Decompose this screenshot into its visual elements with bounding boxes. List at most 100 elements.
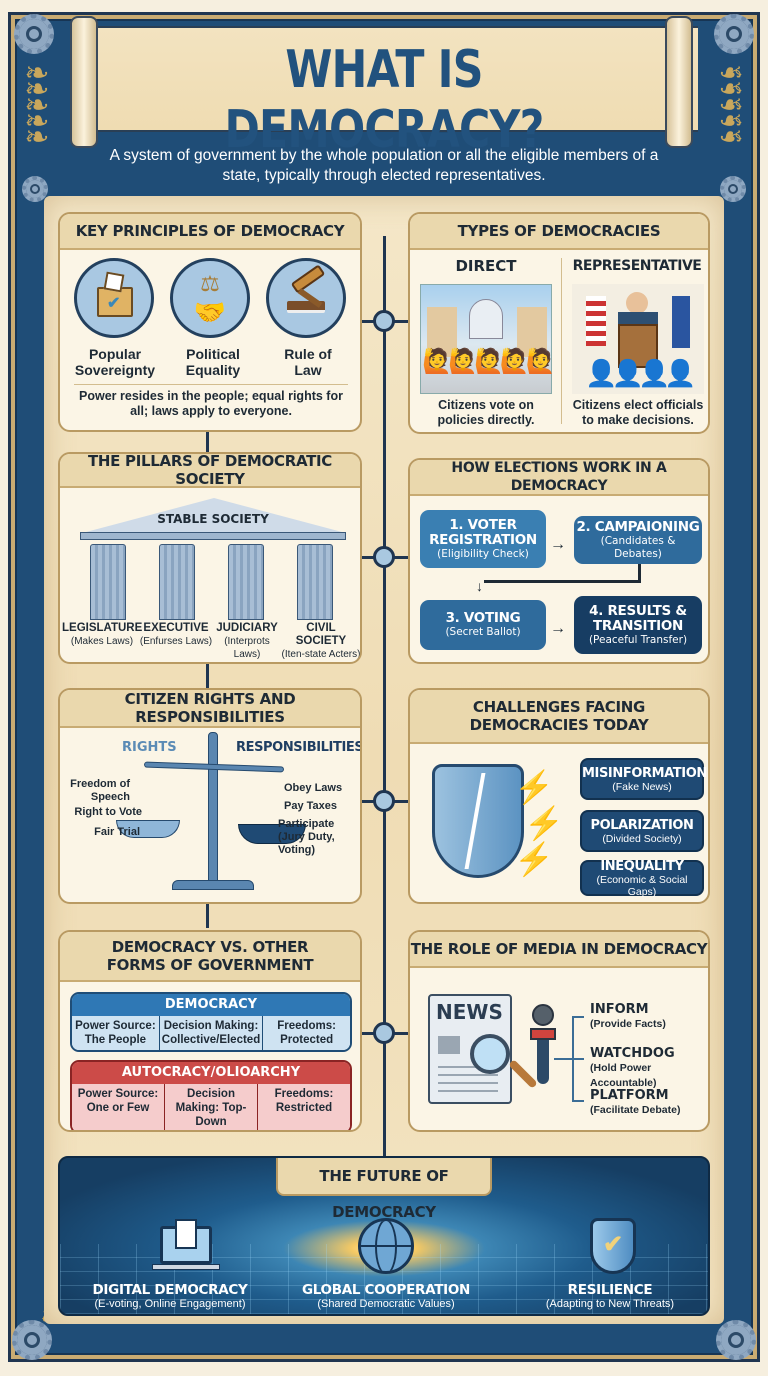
responsibility-item: Pay Taxes	[284, 800, 338, 812]
media-role: PLATFORM(Facilitate Debate)	[590, 1088, 681, 1116]
representative-label: REPRESENTATIVE	[572, 258, 702, 274]
direct-caption: Citizens vote on policies directly.	[437, 398, 535, 427]
podium-illustration: 👤👤👤👤	[572, 284, 704, 394]
table-cell: Decision Making: Collective/Elected	[160, 1016, 264, 1050]
temple-roof	[86, 498, 342, 532]
title-banner	[70, 26, 698, 132]
future-item: DIGITAL DEMOCRACY(E-voting, Online Engag…	[92, 1282, 248, 1310]
pillar-label: EXECUTIVE(Enfurses Laws)	[139, 622, 213, 647]
laurel-branch-icon: ❧❧❧❧❧	[718, 57, 744, 154]
ballot-box-icon: ✔	[74, 258, 154, 338]
page-subtitle: A system of government by the whole popu…	[109, 147, 659, 184]
page-title: WHAT IS DEMOCRACY?	[224, 40, 544, 160]
pillar-column	[228, 544, 264, 620]
timeline-node	[373, 310, 395, 332]
globe-icon	[358, 1218, 414, 1274]
connector	[206, 432, 209, 456]
table-cell: Freedoms: Restricted	[274, 1088, 334, 1114]
timeline-spine	[383, 236, 386, 1166]
cracked-shield-icon	[432, 764, 524, 878]
challenge-badge: POLARIZATION(Divided Society)	[580, 810, 704, 852]
crowd-capitol-illustration: 🙋🙋🙋🙋🙋	[420, 284, 556, 394]
card-title: CITIZEN RIGHTS AND RESPONSIBILITIES	[60, 690, 360, 728]
table-cell: Power Source: One or Few	[72, 1084, 165, 1130]
gavel-book-icon	[266, 258, 346, 338]
future-title: THE FUTURE OF DEMOCRACY	[276, 1158, 492, 1221]
timeline-node	[373, 790, 395, 812]
card-title: KEY PRINCIPLES OF DEMOCRACY	[60, 214, 360, 250]
table-cell: Decision Making: Top-Down	[165, 1084, 258, 1130]
election-step: 1. VOTER REGISTRATION(Eligibility Check)	[420, 510, 546, 568]
media-card: THE ROLE OF MEDIA IN DEMOCRACY NEWS INFO…	[408, 930, 710, 1132]
democracy-table: DEMOCRACY Power Source: The People Decis…	[70, 992, 352, 1052]
principle-label: Political Equality	[185, 346, 241, 378]
table-cell: Power Source: The People	[72, 1016, 160, 1050]
table-header: AUTOCRACY/OLIOARCHY	[72, 1062, 350, 1084]
shield-check-icon: ✔	[590, 1218, 636, 1274]
lightning-bolt-icon: ⚡	[514, 769, 554, 805]
responsibilities-label: RESPONSIBILITIES	[236, 740, 362, 755]
future-banner: THE FUTURE OF DEMOCRACY ✔ DIGITAL DEMOCR…	[58, 1156, 710, 1316]
pillar-column	[159, 544, 195, 620]
media-role: INFORM(Provide Facts)	[590, 1002, 666, 1030]
representative-caption: Citizens elect officials to make decisio…	[572, 398, 704, 427]
right-item: Fair Trial	[94, 826, 140, 838]
rights-label: RIGHTS	[122, 740, 177, 755]
gear-icon	[714, 14, 754, 54]
pillar-column	[297, 544, 333, 620]
key-principles-card: KEY PRINCIPLES OF DEMOCRACY ✔ ⚖ 🤝 Popula…	[58, 212, 362, 432]
pillar-label: CIVIL SOCIETY(Iten-state Acters)	[281, 622, 361, 660]
card-title: HOW ELECTIONS WORK IN A DEMOCRACY	[410, 460, 708, 496]
principle-label: Rule of Law	[284, 346, 332, 378]
card-title: THE ROLE OF MEDIA IN DEMOCRACY	[410, 932, 708, 968]
pillar-label: LEGISLATURE(Makes Laws)	[62, 622, 143, 647]
laptop-ballot-icon	[160, 1219, 212, 1264]
card-title: TYPES OF DEMOCRACIES	[410, 214, 708, 250]
lightning-bolt-icon: ⚡	[514, 841, 554, 877]
principles-summary: Power resides in the people; equal right…	[79, 389, 343, 418]
connector	[206, 904, 209, 928]
future-item: RESILIENCE(Adapting to New Threats)	[545, 1282, 675, 1310]
magnifying-glass-icon	[470, 1034, 510, 1074]
table-cell: Freedoms: Protected	[277, 1020, 337, 1046]
gear-icon	[14, 14, 54, 54]
right-item: Freedom of Speech	[70, 778, 130, 803]
gear-icon	[720, 176, 746, 202]
direct-label: DIRECT	[455, 257, 517, 275]
challenge-badge: MISINFORMATION(Fake News)	[580, 758, 707, 800]
pillar-column	[90, 544, 126, 620]
connector	[206, 664, 209, 688]
arrow-right-icon: →	[550, 536, 566, 553]
right-item: Right to Vote	[74, 806, 142, 818]
gear-icon	[12, 1320, 52, 1360]
challenge-badge: INEQUALITY(Economic & Social Gaps)	[580, 859, 704, 898]
pillar-label: JUDICIARY(Interprots Laws)	[216, 622, 278, 660]
scroll-roll-right	[665, 16, 693, 148]
timeline-node	[373, 546, 395, 568]
principle-label: Popular Sovereignty	[74, 346, 156, 378]
arrow-down-icon: ↓	[476, 578, 483, 594]
arrow-right-icon: →	[550, 620, 566, 637]
media-role: WATCHDOG(Hold Power Accountable)	[590, 1046, 675, 1089]
roof-label: STABLE SOCIETY	[157, 512, 269, 526]
laurel-branch-icon: ❧❧❧❧❧	[24, 57, 50, 154]
election-step: 3. VOTING(Secret Ballot)	[420, 600, 546, 650]
card-title: DEMOCRACY VS. OTHER FORMS OF GOVERNMENT	[60, 932, 360, 982]
pillars-card: THE PILLARS OF DEMOCRATIC SOCIETY STABLE…	[58, 452, 362, 664]
comparison-card: DEMOCRACY VS. OTHER FORMS OF GOVERNMENT …	[58, 930, 362, 1132]
lightning-bolt-icon: ⚡	[524, 805, 564, 841]
future-item: GLOBAL COOPERATION(Shared Democratic Val…	[301, 1282, 471, 1310]
scroll-roll-left	[70, 16, 98, 148]
responsibility-item: Obey Laws	[284, 782, 343, 794]
handshake-scales-icon: ⚖ 🤝	[170, 258, 250, 338]
rights-card: CITIZEN RIGHTS AND RESPONSIBILITIES RIGH…	[58, 688, 362, 904]
elections-card: HOW ELECTIONS WORK IN A DEMOCRACY 1. VOT…	[408, 458, 710, 664]
autocracy-table: AUTOCRACY/OLIOARCHY Power Source: One or…	[70, 1060, 352, 1130]
microphone-icon	[532, 1004, 554, 1026]
election-step: 2. CAMPAIONING(Candidates & Debates)	[574, 516, 702, 564]
timeline-node	[373, 1022, 395, 1044]
card-title: CHALLENGES FACING DEMOCRACIES TODAY	[410, 690, 708, 744]
gear-icon	[716, 1320, 756, 1360]
challenges-card: CHALLENGES FACING DEMOCRACIES TODAY ⚡ ⚡ …	[408, 688, 710, 904]
gear-icon	[22, 176, 48, 202]
